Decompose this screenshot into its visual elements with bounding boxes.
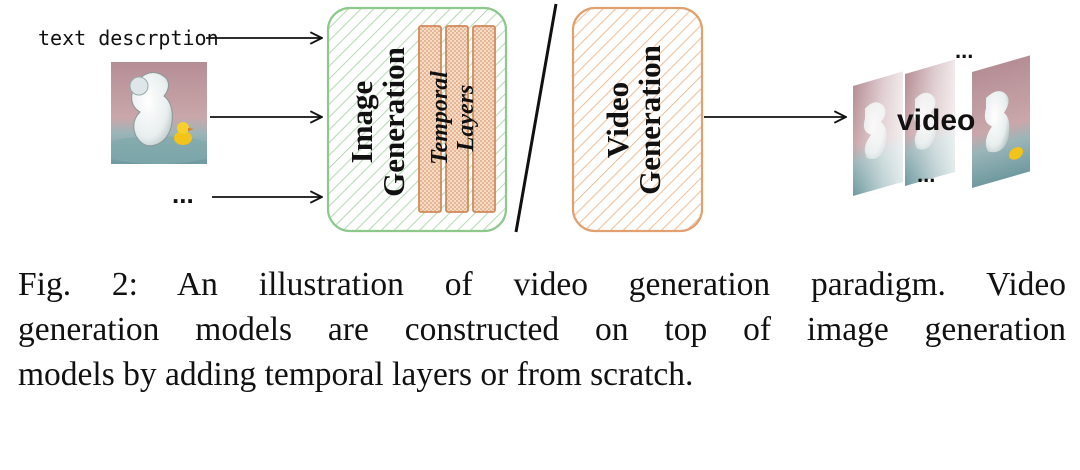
video-ellipsis-top: ...: [955, 38, 973, 63]
video-generation-box: [571, 6, 704, 233]
video-frames-stack: ... video ...: [853, 38, 1030, 196]
temporal-layer-bar: [445, 25, 469, 213]
video-frame: [853, 71, 903, 196]
temporal-layers-label-line1: Temporal: [427, 71, 453, 165]
image-generation-title-line1: Image: [344, 81, 379, 164]
video-label: video: [897, 104, 975, 137]
temporal-layers-block: Temporal Layers: [418, 25, 496, 213]
more-inputs-ellipsis: ...: [172, 179, 194, 209]
caption-line: Fig. 2: An illustration of video generat…: [18, 266, 1066, 303]
figure-caption: Fig. 2: An illustration of video generat…: [18, 262, 1066, 397]
video-frame: [905, 59, 955, 186]
temporal-layer-bar: [472, 25, 496, 213]
text-description-label: text descrption: [38, 26, 219, 50]
temporal-layer-bar: [418, 25, 442, 213]
video-generation-title-line1: Video: [600, 82, 635, 158]
paradigm-diagram: text descrption ... Image Generation Tem…: [38, 3, 1030, 233]
caption-line: generation models are constructed on top…: [18, 311, 1066, 348]
caption-line: models by adding temporal layers or from…: [18, 356, 694, 393]
temporal-layers-label-line2: Layers: [453, 85, 479, 153]
video-generation-title-line2: Generation: [632, 45, 667, 195]
divider-slash: [514, 3, 558, 233]
input-image-thumbnail: [111, 62, 207, 164]
image-generation-title-line2: Generation: [376, 47, 411, 197]
video-frame: [972, 55, 1030, 188]
video-ellipsis-bottom: ...: [917, 162, 935, 187]
